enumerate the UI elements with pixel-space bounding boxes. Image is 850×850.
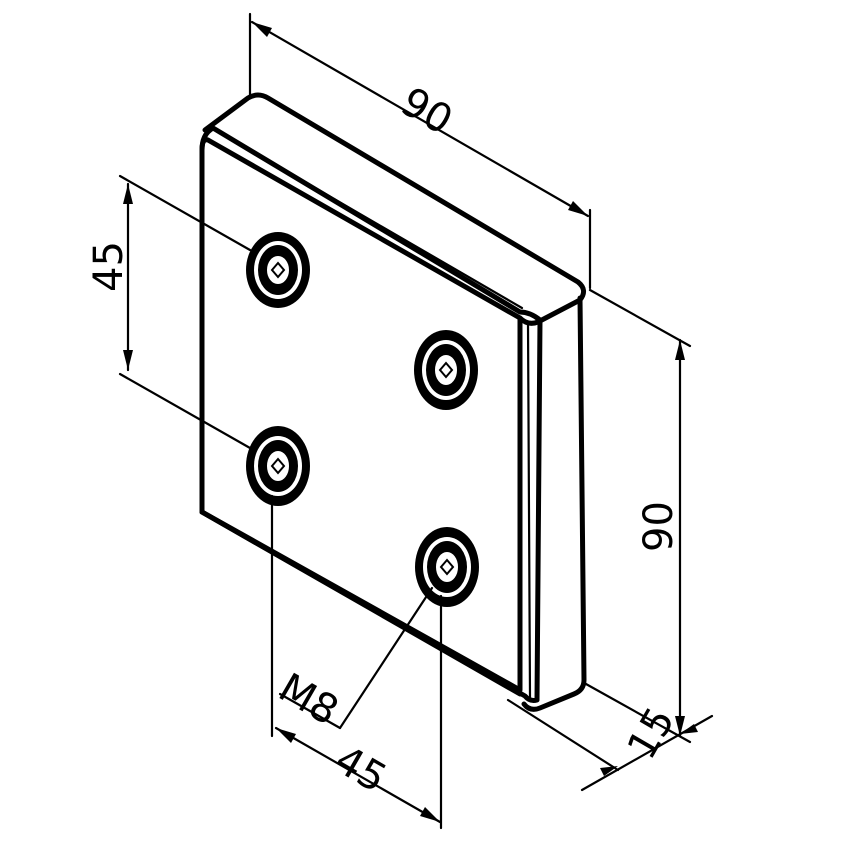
plate-bottom-edge (199, 509, 523, 697)
dimension-bottom-spacing-label: 45 (327, 737, 394, 802)
hole-top-right (414, 330, 478, 410)
plate-top-face (202, 92, 586, 326)
plate-front-outline (199, 137, 523, 693)
thread-callout: M8 (271, 586, 434, 735)
hole-bottom-right (415, 527, 479, 607)
dimension-bottom-spacing: 45 (270, 494, 443, 830)
plate-right-face (521, 295, 587, 712)
dimension-thickness-label: 15 (619, 700, 684, 767)
dimension-left-spacing-label: 45 (86, 241, 132, 292)
dimension-left-spacing: 45 (86, 174, 252, 450)
mounting-plate (199, 92, 587, 712)
plate-top-inner-edge (210, 126, 524, 310)
plate-front-face (199, 125, 543, 703)
dimension-right-height-label: 90 (636, 501, 682, 552)
dimension-right-height: 90 (584, 288, 692, 744)
dimension-top-width-label: 90 (393, 79, 460, 144)
plate-right-inner-edge (526, 322, 532, 700)
hole-bottom-left (246, 426, 310, 506)
hole-top-left (246, 232, 310, 308)
dimension-thickness: 15 (506, 698, 714, 792)
